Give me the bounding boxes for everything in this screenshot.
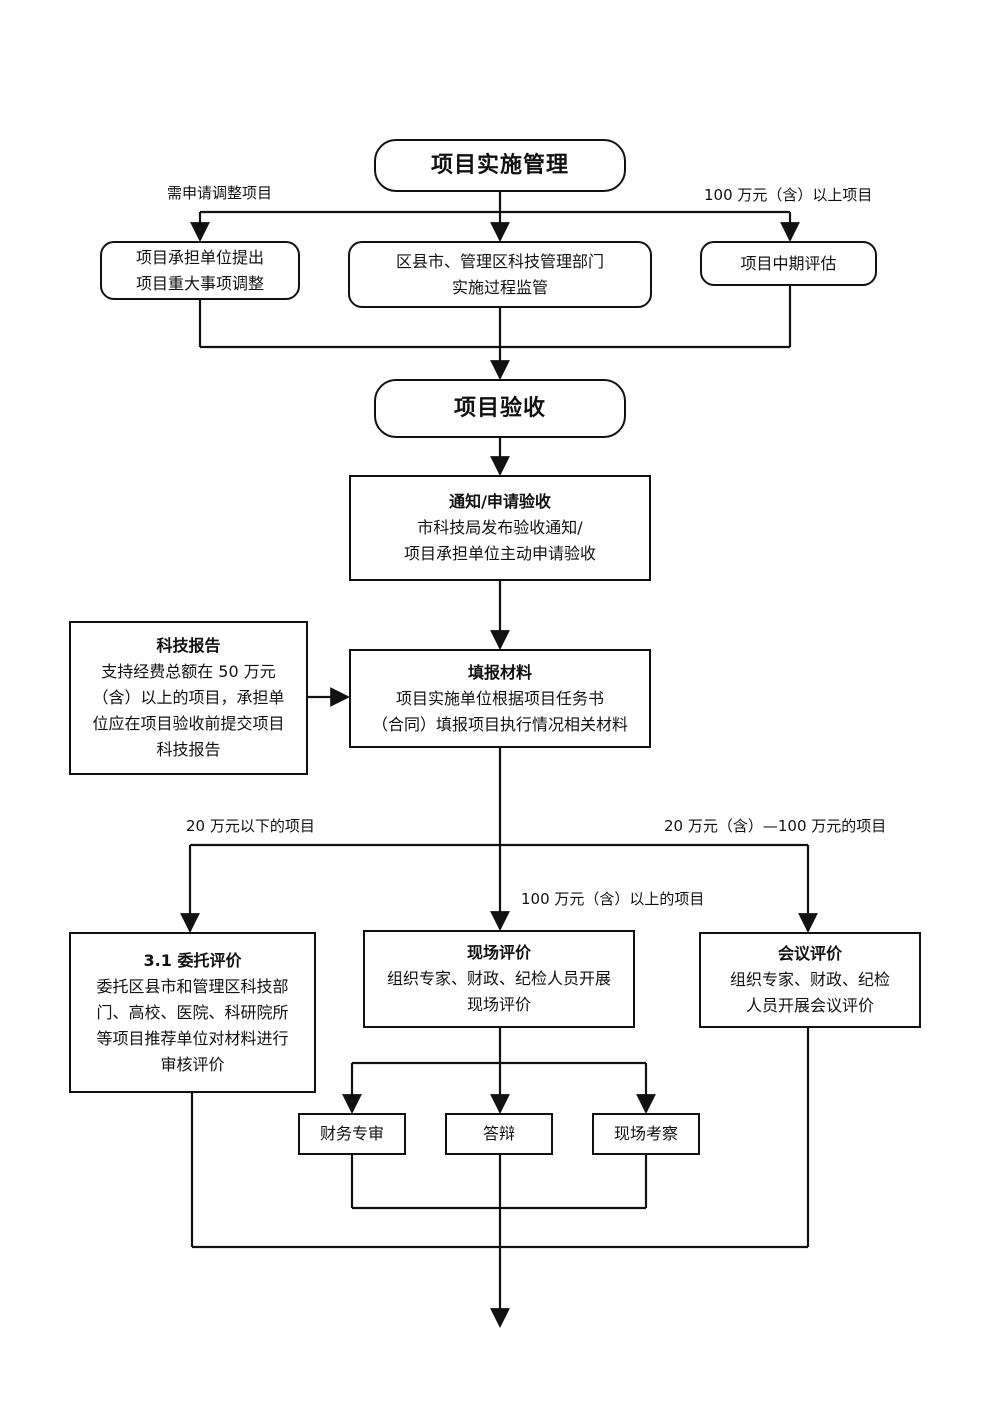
adjustment-box: 项目承担单位提出 项目重大事项调整 <box>100 241 300 300</box>
fill-materials-heading: 填报材料 <box>467 662 532 682</box>
financial-audit-box: 财务专审 <box>298 1113 406 1155</box>
label-adjustment-branch: 需申请调整项目 <box>167 184 273 202</box>
site-inspection-box: 现场考察 <box>592 1113 700 1155</box>
tech-report-heading: 科技报告 <box>156 636 221 655</box>
implementation-title: 项目实施管理 <box>430 152 569 178</box>
tech-report-box: 科技报告 支持经费总额在 50 万元 （含）以上的项目，承担单 位应在项目验收前… <box>69 621 308 775</box>
label-20w-100w: 20 万元（含）—100 万元的项目 <box>664 817 887 835</box>
fill-materials-line-1: 项目实施单位根据项目任务书 <box>395 688 604 708</box>
defense-label: 答辩 <box>482 1124 515 1143</box>
fill-materials-line-2: （合同）填报项目执行情况相关材料 <box>371 714 628 734</box>
entrust-eval-line-1: 委托区县市和管理区科技部 <box>96 976 289 996</box>
financial-audit-label: 财务专审 <box>319 1124 384 1143</box>
site-inspection-label: 现场考察 <box>613 1124 678 1143</box>
notify-line-1: 市科技局发布验收通知/ <box>417 518 583 537</box>
entrust-eval-line-2: 门、高校、医院、科研院所 <box>96 1002 289 1022</box>
entrust-eval-line-3: 等项目推荐单位对材料进行 <box>96 1028 289 1048</box>
midterm-box: 项目中期评估 <box>700 241 877 286</box>
defense-box: 答辩 <box>445 1113 553 1155</box>
meeting-eval-box: 会议评价 组织专家、财政、纪检 人员开展会议评价 <box>699 932 921 1028</box>
tech-report-line-2: （含）以上的项目，承担单 <box>92 688 285 707</box>
onsite-eval-line-2: 现场评价 <box>466 995 531 1014</box>
tech-report-line-4: 科技报告 <box>156 740 221 759</box>
meeting-eval-heading: 会议评价 <box>777 944 842 963</box>
entrust-eval-box: 3.1 委托评价 委托区县市和管理区科技部 门、高校、医院、科研院所 等项目推荐… <box>69 932 316 1093</box>
adjustment-line-1: 项目承担单位提出 <box>135 247 264 267</box>
label-under-20w: 20 万元以下的项目 <box>186 817 315 835</box>
label-large-project-branch: 100 万元（含）以上项目 <box>704 186 873 204</box>
supervision-box: 区县市、管理区科技管理部门 实施过程监管 <box>348 241 652 308</box>
acceptance-title: 项目验收 <box>453 395 546 421</box>
notify-line-2: 项目承担单位主动申请验收 <box>403 544 596 563</box>
notify-heading: 通知/申请验收 <box>449 492 551 511</box>
onsite-eval-box: 现场评价 组织专家、财政、纪检人员开展 现场评价 <box>363 930 635 1028</box>
meeting-eval-line-2: 人员开展会议评价 <box>745 996 874 1015</box>
supervision-line-1: 区县市、管理区科技管理部门 <box>395 251 604 271</box>
entrust-eval-line-4: 审核评价 <box>160 1054 225 1074</box>
midterm-line-1: 项目中期评估 <box>740 253 837 273</box>
label-over-100w: 100 万元（含）以上的项目 <box>521 890 705 908</box>
onsite-eval-heading: 现场评价 <box>466 943 531 962</box>
tech-report-line-3: 位应在项目验收前提交项目 <box>92 714 285 733</box>
adjustment-line-2: 项目重大事项调整 <box>135 273 264 293</box>
implementation-title-box: 项目实施管理 <box>374 139 626 192</box>
notify-box: 通知/申请验收 市科技局发布验收通知/ 项目承担单位主动申请验收 <box>349 475 651 581</box>
fill-materials-box: 填报材料 项目实施单位根据项目任务书 （合同）填报项目执行情况相关材料 <box>349 649 651 748</box>
meeting-eval-line-1: 组织专家、财政、纪检 <box>729 970 890 989</box>
supervision-line-2: 实施过程监管 <box>451 277 548 297</box>
acceptance-title-box: 项目验收 <box>374 379 626 438</box>
tech-report-line-1: 支持经费总额在 50 万元 <box>101 662 276 681</box>
entrust-eval-heading: 3.1 委托评价 <box>143 950 242 970</box>
onsite-eval-line-1: 组织专家、财政、纪检人员开展 <box>386 969 611 988</box>
